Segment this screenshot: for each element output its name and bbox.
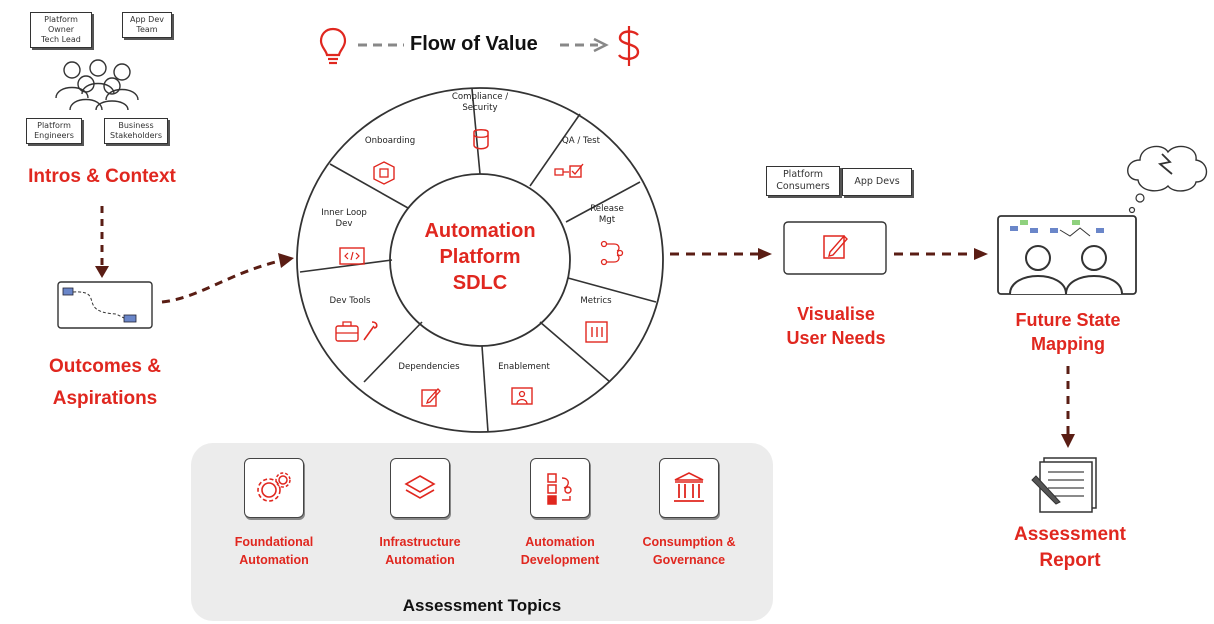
report-document-icon xyxy=(1031,457,1097,513)
topic-automation-development-tile xyxy=(530,458,590,518)
segment-dependencies-label: Dependencies xyxy=(398,362,460,372)
sdlc-center-title: Automation Platform SDLC xyxy=(399,218,561,296)
bubble-business-stakeholders: Business Stakeholders xyxy=(104,118,168,144)
checkbox-icon xyxy=(554,163,584,178)
topic-infrastructure-line2: Automation xyxy=(385,553,455,567)
future-title-line1: Future State xyxy=(1015,310,1121,330)
lightbulb-icon xyxy=(319,27,347,65)
arrow-visualise-to-future xyxy=(894,248,988,260)
report-title-line1: Assessment xyxy=(1014,524,1126,545)
chart-icon xyxy=(585,321,608,343)
arrow-outcomes-to-sdlc xyxy=(161,253,294,304)
topic-infrastructure-line1: Infrastructure xyxy=(379,535,461,549)
bubble-app-devs: App Devs xyxy=(842,168,912,196)
edit-icon xyxy=(421,388,441,407)
topic-foundational-line1: Foundational xyxy=(234,535,314,549)
topic-foundational-line2: Automation xyxy=(239,553,309,567)
arrow-intros-to-outcomes xyxy=(95,206,109,278)
assessment-topics-title: Assessment Topics xyxy=(402,596,562,615)
bubble-platform-owner: Platform Owner Tech Lead xyxy=(30,12,92,48)
bubble-platform-engineers: Platform Engineers xyxy=(26,118,82,144)
topic-foundational-tile xyxy=(244,458,304,518)
database-shield-icon xyxy=(473,129,489,150)
hexagon-icon xyxy=(373,161,395,185)
segment-dev-tools-label: Dev Tools xyxy=(329,296,371,306)
bubble-platform-consumers: Platform Consumers xyxy=(766,166,840,196)
arrow-sdlc-to-visualise xyxy=(670,248,772,260)
segment-qa-test-label: QA / Test xyxy=(562,136,600,146)
flow-icon xyxy=(600,240,624,266)
topic-consumption-governance-line2: Governance xyxy=(652,553,726,567)
segment-compliance-label: Compliance / Security xyxy=(451,92,509,113)
report-title-line2: Report xyxy=(1039,550,1101,571)
layers-icon xyxy=(404,475,436,499)
bubble-app-dev-team: App Dev Team xyxy=(122,12,172,38)
topic-automation-development-line2: Development xyxy=(520,553,600,567)
sdlc-center-line3: SDLC xyxy=(452,272,508,294)
segment-release-mgt-label: Release Mgt xyxy=(590,204,624,225)
topic-infrastructure-tile xyxy=(390,458,450,518)
future-title-line2: Mapping xyxy=(1031,334,1105,354)
flow-arrow-right xyxy=(560,37,609,53)
outcomes-title-line1: Outcomes & xyxy=(49,356,161,377)
segment-onboarding-label: Onboarding xyxy=(364,136,416,146)
people-group-icon xyxy=(55,59,139,110)
toolbox-icon xyxy=(335,321,378,342)
outcomes-title-line2: Aspirations xyxy=(52,388,158,409)
visualise-title-line1: Visualise xyxy=(797,304,875,324)
visualise-card xyxy=(783,221,887,275)
outcomes-card xyxy=(57,281,153,329)
presentation-icon xyxy=(511,387,533,405)
dollar-icon xyxy=(618,26,640,66)
flow-dash-left xyxy=(358,43,404,47)
sdlc-center-line2: Platform xyxy=(439,246,521,268)
arrow-future-to-report xyxy=(1061,366,1075,448)
thought-cloud-icon xyxy=(1127,145,1208,214)
segment-enablement-label: Enablement xyxy=(498,362,550,372)
intros-context-title: Intros & Context xyxy=(28,166,176,187)
topic-consumption-governance-line1: Consumption & xyxy=(642,535,736,549)
future-state-board xyxy=(997,215,1137,295)
gears-icon xyxy=(257,472,291,502)
segment-inner-loop-label: Inner Loop Dev xyxy=(321,208,367,229)
topic-consumption-governance: Consumption & Governance xyxy=(629,458,749,569)
topic-consumption-governance-tile xyxy=(659,458,719,518)
sdlc-center-line1: Automation xyxy=(424,220,536,242)
building-icon xyxy=(674,472,704,502)
topic-automation-development-line1: Automation xyxy=(525,535,595,549)
flow-of-value-label: Flow of Value xyxy=(410,33,538,55)
code-icon xyxy=(339,247,365,265)
segment-metrics-label: Metrics xyxy=(580,296,612,306)
blocks-icon xyxy=(547,473,572,505)
visualise-title-line2: User Needs xyxy=(786,328,886,348)
